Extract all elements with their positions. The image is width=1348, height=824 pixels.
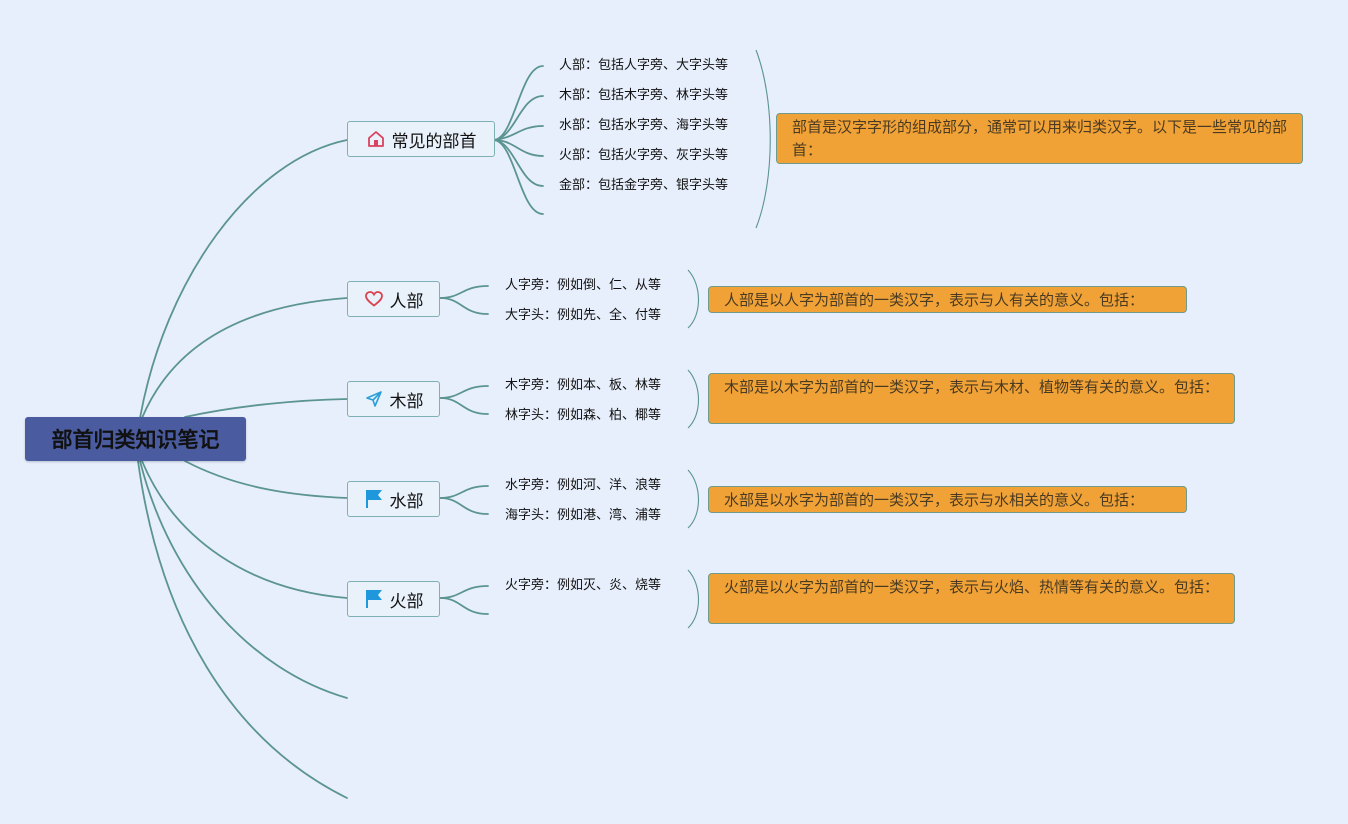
subtopic[interactable]: 火部：包括火字旁、灰字头等: [559, 148, 729, 163]
summary-note[interactable]: 部首是汉字字形的组成部分，通常可以用来归类汉字。以下是一些常见的部首：: [776, 113, 1303, 164]
link-root-shui: [184, 460, 348, 499]
summary-note[interactable]: 火部是以火字为部首的一类汉字，表示与火焰、热情等有关的意义。包括：: [708, 573, 1235, 624]
subtopic[interactable]: 海字头：例如港、湾、浦等: [505, 508, 662, 523]
subtopic[interactable]: 水部：包括水字旁、海字头等: [559, 118, 729, 133]
link-root-empty-1: [139, 460, 348, 699]
summary-bracket-huo: [687, 569, 699, 629]
subtopic[interactable]: 火字旁：例如灭、炎、烧等: [505, 578, 662, 593]
subtopic[interactable]: 人字旁：例如倒、仁、从等: [505, 278, 662, 293]
subtopic[interactable]: 金部：包括金字旁、银字头等: [559, 178, 729, 193]
topic-common-radicals[interactable]: 常见的部首: [347, 121, 495, 157]
subtopic[interactable]: 人部：包括人字旁、大字头等: [559, 58, 729, 73]
root-topic[interactable]: 部首归类知识笔记: [25, 417, 246, 461]
summary-note[interactable]: 人部是以人字为部首的一类汉字，表示与人有关的意义。包括：: [708, 286, 1187, 313]
summary-bracket-mu: [687, 369, 699, 429]
summary-note[interactable]: 水部是以水字为部首的一类汉字，表示与水相关的意义。包括：: [708, 486, 1187, 513]
link-root-common: [139, 139, 348, 419]
flag-icon: [364, 589, 384, 609]
root-title: 部首归类知识笔记: [51, 428, 220, 452]
summary-bracket-shui: [687, 469, 699, 529]
topic-huo-radical[interactable]: 火部: [347, 581, 440, 617]
link-root-ren: [141, 297, 348, 419]
link-root-huo: [141, 460, 348, 599]
subtopic[interactable]: 木部：包括木字旁、林字头等: [559, 88, 729, 103]
subtopic[interactable]: 林字头：例如森、柏、椰等: [505, 408, 662, 423]
summary-bracket-common: [755, 49, 771, 229]
subtopic[interactable]: 水字旁：例如河、洋、浪等: [505, 478, 662, 493]
topic-label: 人部: [389, 291, 424, 312]
topic-label: 水部: [389, 491, 424, 512]
topic-label: 常见的部首: [391, 131, 477, 152]
summary-bracket-ren: [687, 269, 699, 329]
flag-icon: [364, 489, 384, 509]
topic-mu-radical[interactable]: 木部: [347, 381, 440, 417]
heart-icon: [364, 289, 384, 309]
link-root-empty-2: [137, 460, 348, 799]
topic-label: 木部: [389, 391, 424, 412]
house-icon: [366, 129, 386, 149]
subtopic[interactable]: 大字头：例如先、全、付等: [505, 308, 662, 323]
topic-label: 火部: [389, 591, 424, 612]
topic-ren-radical[interactable]: 人部: [347, 281, 440, 317]
paper-plane-icon: [364, 389, 384, 409]
subtopic[interactable]: 木字旁：例如本、板、林等: [505, 378, 662, 393]
topic-shui-radical[interactable]: 水部: [347, 481, 440, 517]
link-root-mu: [184, 398, 348, 418]
summary-note[interactable]: 木部是以木字为部首的一类汉字，表示与木材、植物等有关的意义。包括：: [708, 373, 1235, 424]
